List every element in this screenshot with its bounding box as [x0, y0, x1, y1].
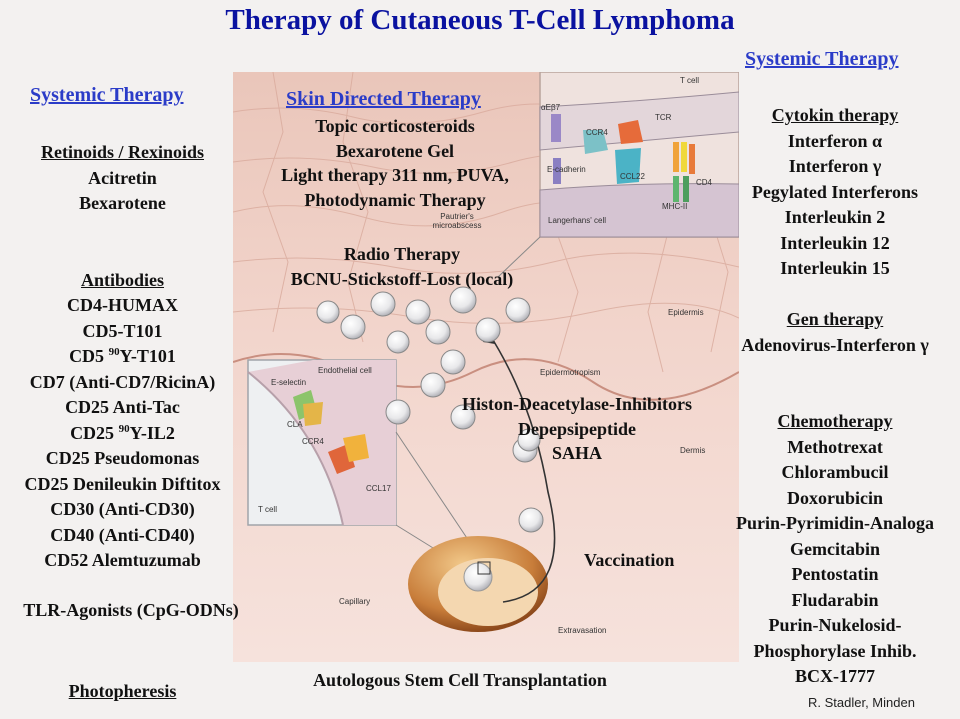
tlr-agonists: TLR-Agonists (CpG-ODNs) — [23, 600, 239, 620]
endothelial-inset — [247, 359, 397, 526]
skin-item: Topic corticosteroids — [315, 116, 475, 136]
fig-label-integrin: αEβ7 — [541, 103, 561, 112]
antibody-item: CD7 (Anti-CD7/RicinA) — [29, 371, 216, 392]
radio-item: Radio Therapy — [343, 244, 461, 264]
fig-label-epidermotropism: Epidermotropism — [540, 368, 601, 377]
fig-label-ccr4-low: CCR4 — [302, 437, 324, 446]
antibody-item: CD52 Alemtuzumab — [44, 550, 201, 570]
tcell-langerhans-inset — [539, 72, 739, 238]
cytokin-item: Interleukin 15 — [780, 258, 890, 278]
cytokin-item: Interferon α — [787, 130, 883, 151]
hair-bulb — [408, 536, 548, 632]
hdac-item: SAHA — [551, 443, 602, 463]
fig-label-langerhans: Langerhans' cell — [548, 216, 607, 225]
right-systemic-heading: Systemic Therapy — [745, 48, 899, 70]
fig-label-capillary: Capillary — [339, 597, 371, 606]
fig-label-ccl22: CCL22 — [620, 172, 645, 181]
chemo-item: Methotrexat — [787, 436, 883, 457]
antibody-item: CD25 Denileukin Diftitox — [24, 473, 221, 494]
retinoids-heading: Retinoids / Rexinoids — [40, 142, 205, 162]
gen-item: Adenovirus-Interferon γ — [741, 334, 929, 355]
skin-illustration — [233, 72, 739, 662]
antibody-item-cd25-y: CD25 90Y-IL2 — [70, 422, 175, 443]
left-column: Retinoids / Rexinoids Acitretin Bexarote… — [0, 140, 245, 574]
fig-label-ccl17: CCL17 — [366, 484, 391, 493]
skin-item: Photodynamic Therapy — [304, 189, 486, 210]
hdac-block: Histon-Deacetylase-Inhibitors Depepsipep… — [434, 392, 720, 466]
gen-heading: Gen therapy — [786, 309, 884, 329]
retinoid-item: Bexarotene — [79, 193, 166, 213]
chemo-item: BCX-1777 — [795, 666, 875, 686]
radio-item: BCNU-Stickstoff-Lost (local) — [290, 268, 514, 289]
chemo-item: Doxorubicin — [786, 487, 883, 508]
antibodies-heading: Antibodies — [80, 269, 165, 290]
antibody-item: CD25 Pseudomonas — [45, 448, 200, 468]
chemo-item: Phosphorylase Inhib. — [753, 640, 917, 661]
cytokin-heading: Cytokin therapy — [771, 105, 899, 125]
credit-text: R. Stadler, Minden — [808, 695, 915, 710]
antibody-item: CD5-T101 — [82, 320, 163, 341]
stem-cell-label: Autologous Stem Cell Transplantation — [313, 670, 607, 690]
skin-directed-list: Topic corticosteroids Bexarotene Gel Lig… — [252, 114, 538, 212]
fig-label-ecadherin: E-cadherin — [547, 165, 586, 174]
chemo-item: Chlorambucil — [781, 462, 889, 482]
fig-label-endothelial: Endothelial cell — [318, 366, 372, 375]
skin-item: Light therapy 311 nm, PUVA, — [281, 165, 509, 185]
skin-directed-heading: Skin Directed Therapy — [286, 88, 481, 110]
chemo-heading: Chemotherapy — [777, 411, 893, 431]
right-column: Cytokin therapy Interferon α Interferon … — [710, 103, 960, 690]
antibody-item-cd5-y: CD5 90Y-T101 — [69, 346, 176, 366]
antibody-item: CD25 Anti-Tac — [65, 397, 180, 417]
fig-label-cla: CLA — [287, 420, 303, 429]
skin-item: Bexarotene Gel — [335, 140, 455, 161]
migration-arrow — [487, 331, 556, 603]
dermis-boundary — [233, 353, 739, 401]
antibody-item: CD40 (Anti-CD40) — [50, 524, 195, 545]
retinoid-item: Acitretin — [88, 167, 157, 188]
cytokin-item: Interferon γ — [788, 156, 882, 176]
chemo-item: Gemcitabin — [790, 538, 880, 559]
chemo-item: Purin-Pyrimidin-Analoga — [735, 513, 934, 533]
fig-label-tcr: TCR — [655, 113, 672, 122]
cytokin-item: Interleukin 2 — [784, 207, 886, 227]
vaccination-label: Vaccination — [584, 550, 675, 570]
page-title: Therapy of Cutaneous T-Cell Lymphoma — [225, 4, 735, 36]
fig-label-tcell-low: T cell — [258, 505, 277, 514]
fig-label-eselectin: E-selectin — [271, 378, 307, 387]
cytokin-item: Interleukin 12 — [780, 232, 890, 253]
chemo-item: Pentostatin — [791, 564, 879, 584]
left-systemic-heading: Systemic Therapy — [30, 84, 184, 106]
antibody-item: CD4-HUMAX — [67, 295, 178, 315]
fig-label-tcell: T cell — [680, 76, 699, 85]
chemo-item: Purin-Nukelosid- — [768, 615, 902, 635]
cytokin-item: Pegylated Interferons — [751, 181, 919, 202]
hdac-item: Histon-Deacetylase-Inhibitors — [462, 394, 692, 414]
antibody-item: CD30 (Anti-CD30) — [50, 499, 195, 519]
fig-label-pautrier: Pautrier's microabscess — [432, 212, 482, 230]
fig-label-dermis: Dermis — [680, 446, 706, 455]
fig-label-ccr4-top: CCR4 — [586, 128, 608, 137]
chemo-item: Fludarabin — [791, 589, 879, 610]
fig-label-extravasation: Extravasation — [558, 626, 607, 635]
radio-therapy-block: Radio Therapy BCNU-Stickstoff-Lost (loca… — [252, 242, 552, 291]
t-cells — [316, 286, 544, 533]
fig-label-cd4: CD4 — [696, 178, 713, 187]
fig-label-epidermis: Epidermis — [668, 308, 704, 317]
fig-label-mhc: MHC-II — [662, 202, 688, 211]
hdac-item: Depepsipeptide — [517, 418, 636, 439]
photopheresis: Photopheresis — [68, 681, 177, 701]
